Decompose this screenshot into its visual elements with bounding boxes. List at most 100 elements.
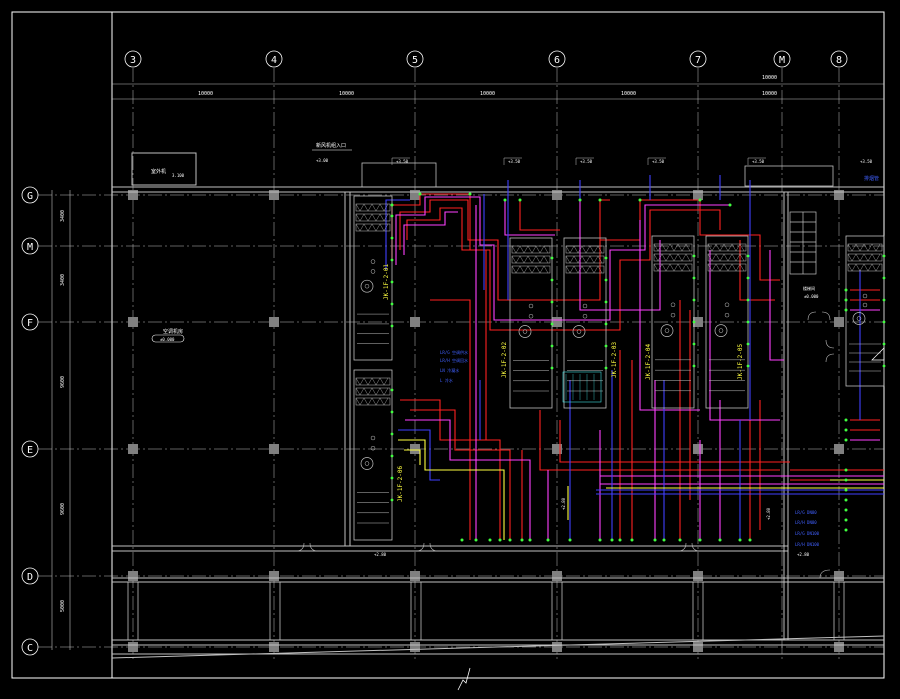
pipe-label-8: LR/H DN100: [795, 542, 820, 547]
structural-column: [269, 190, 279, 200]
grid-row-bubble-D: [21, 567, 39, 585]
break-line: [457, 667, 471, 691]
structural-column: [410, 190, 420, 200]
ahu-unit: [563, 237, 608, 409]
grid-row-bubble-M: [21, 237, 39, 255]
pipe-node: [460, 538, 464, 542]
ahu-unit: [353, 195, 394, 361]
dim-top-5: 10000: [762, 91, 777, 97]
structural-column: [834, 317, 844, 327]
pipe-node: [618, 538, 622, 542]
unit-tag-3: JK-1F-2-03: [611, 341, 618, 378]
dim-top-2: 10000: [339, 91, 354, 97]
pipe-node: [844, 418, 848, 422]
dim-top-3: 10000: [480, 91, 495, 97]
pipe-node: [503, 198, 507, 202]
pipe-label-7: LR/G DN100: [795, 531, 820, 536]
elev-tag-4: +3.50: [652, 159, 665, 164]
pipe-node: [844, 428, 848, 432]
structural-column: [552, 444, 562, 454]
pipe-node: [844, 508, 848, 512]
building-walls: [111, 186, 885, 659]
grid-col-label-7: 7: [695, 55, 701, 66]
structural-column: [693, 190, 703, 200]
pipe-node: [598, 538, 602, 542]
unit-tag-2: JK-1F-2-02: [501, 341, 508, 378]
structural-column: [269, 444, 279, 454]
pipe-node: [568, 538, 572, 542]
pipe-node: [844, 298, 848, 302]
structural-column: [410, 444, 420, 454]
pipe-node: [844, 438, 848, 442]
top-note: 新风机组入口: [316, 142, 346, 149]
grid-row-bubble-F: [21, 313, 39, 331]
pipe-node: [630, 538, 634, 542]
ahu-unit: [845, 235, 886, 387]
pipe-node: [698, 198, 702, 202]
pipe-label-2: LR/H 空调回水: [440, 357, 468, 363]
grid-col-label-6: 6: [554, 55, 560, 66]
pipe-node: [738, 538, 742, 542]
elev-tag-8: +2.80: [797, 552, 810, 557]
grid-col-label-3: 3: [130, 55, 136, 66]
elev-tag-boxes: [391, 157, 766, 165]
yellow-pipes: [398, 439, 884, 540]
pipe-node: [844, 478, 848, 482]
elevation-tags: +3.50 +3.50 +3.50 +3.50 +3.50 +3.50 +2.8…: [374, 159, 873, 557]
structural-column: [269, 571, 279, 581]
structural-column: [128, 444, 138, 454]
ahu-unit: [705, 235, 750, 409]
unit-tag-5: JK-1F-2-05: [737, 343, 744, 380]
grid-col-bubble-M: [773, 50, 791, 68]
grid-col-label-M: M: [779, 55, 785, 66]
pipe-node: [662, 538, 666, 542]
pipe-labels-right: LR/G DN80 LR/H DN80 LR/G DN100 LR/H DN10…: [795, 510, 820, 547]
grid-col-bubble-3: [124, 50, 142, 68]
stair-room-label: 楼梯间: [803, 285, 815, 291]
pipe-node: [390, 203, 394, 207]
outdoor-unit-sub: 3.100: [172, 173, 185, 178]
pipe-node: [638, 198, 642, 202]
grid-col-bubble-8: [830, 50, 848, 68]
elev-tag-5: +3.50: [752, 159, 765, 164]
structural-column: [834, 571, 844, 581]
top-dimension-texts: 10000 10000 10000 10000 10000 10000: [198, 75, 777, 97]
unit-tag-1: JK-1F-2-01: [383, 263, 390, 300]
pipe-node: [498, 538, 502, 542]
grid-row-bubble-C: [21, 638, 39, 656]
pipe-node: [488, 538, 492, 542]
pipe-node: [844, 468, 848, 472]
pipe-label-5: LR/G DN80: [795, 510, 817, 515]
structural-column: [834, 642, 844, 652]
stair-room-elev: ±0.000: [804, 294, 819, 299]
ahu-unit: [509, 237, 554, 409]
structural-column: [552, 317, 562, 327]
elev-tag-6: +3.50: [860, 159, 873, 164]
pipe-node: [520, 538, 524, 542]
structural-column: [128, 571, 138, 581]
structural-column: [269, 642, 279, 652]
pipe-node: [678, 538, 682, 542]
pipe-label-6: LR/H DN80: [795, 520, 817, 525]
elev-tag-2: +3.50: [508, 159, 521, 164]
elev-tag-3: +3.50: [580, 159, 593, 164]
pipe-label-1: LR/G 空调供水: [440, 349, 468, 355]
pipe-node: [508, 538, 512, 542]
ahu-unit: [651, 235, 696, 409]
dim-top-1: 10000: [198, 91, 213, 97]
grid-lines: [38, 68, 884, 660]
pipe-labels-left: LR/G 空调供水 LR/H 空调回水 LN 冷凝水 L 冷水: [440, 349, 468, 383]
unit-tag-6: JK-1F-2-06: [397, 465, 404, 502]
elev-tag-1: +3.50: [396, 159, 409, 164]
grid-row-bubble-G: [21, 186, 39, 204]
grid-row-label-G: G: [27, 191, 33, 202]
pipe-node: [578, 198, 582, 202]
grid-col-bubble-5: [406, 50, 424, 68]
structural-column: [269, 317, 279, 327]
roof-box-right: [744, 165, 834, 187]
grid-row-label-M: M: [27, 242, 33, 253]
ahu-units: [353, 192, 886, 542]
dim-left-5: 5000: [60, 600, 66, 612]
elev-tag-10: +2.80: [766, 507, 771, 520]
